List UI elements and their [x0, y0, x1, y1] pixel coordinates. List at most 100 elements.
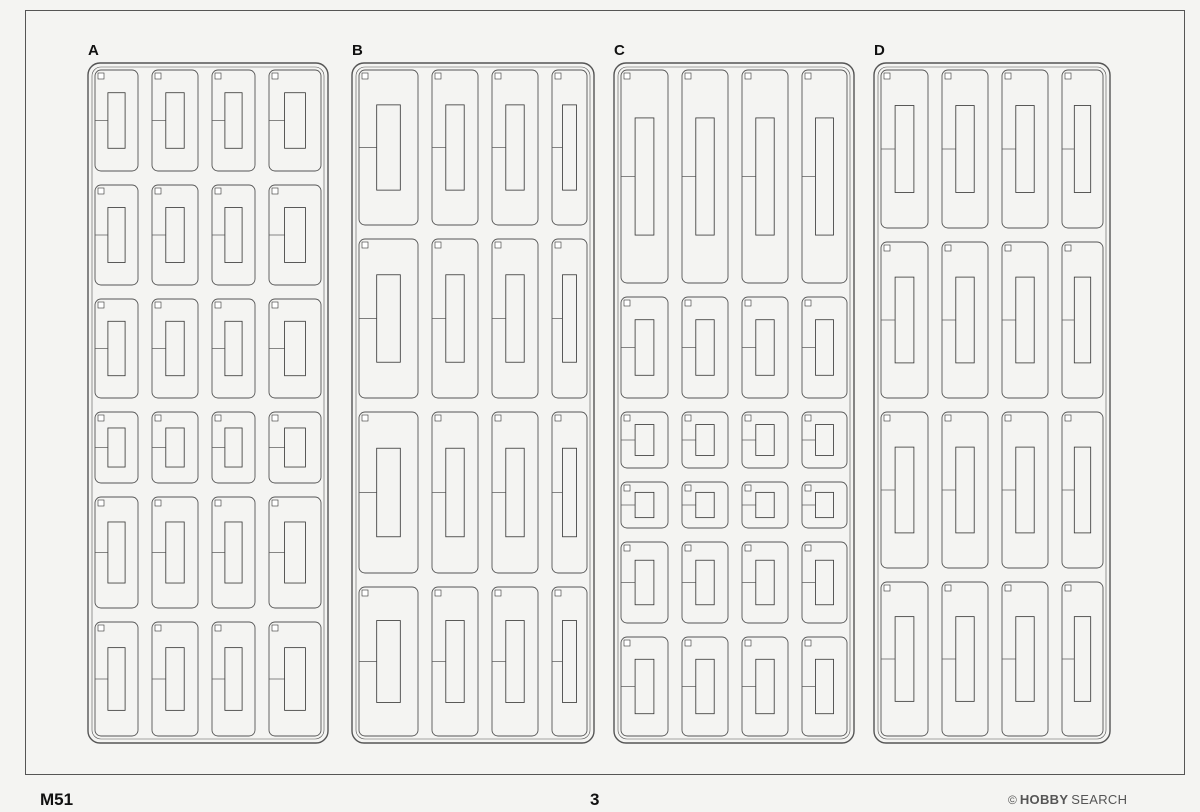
part-number-tag: [623, 299, 631, 307]
part-number-tag: [361, 589, 369, 597]
watermark-sub: SEARCH: [1071, 792, 1128, 807]
part-number-tag: [271, 499, 279, 507]
part-outline: [634, 424, 655, 456]
part-number-tag: [744, 414, 752, 422]
part-number-tag: [154, 187, 162, 195]
sprue-label-c: C: [614, 42, 625, 59]
sprue-runner-b: [355, 66, 591, 740]
part-number-tag: [883, 72, 891, 80]
part-number-tag: [944, 584, 952, 592]
part-number-tag: [744, 299, 752, 307]
part-number-tag: [623, 484, 631, 492]
part-outline: [955, 276, 975, 364]
part-number-tag: [361, 414, 369, 422]
part-number-tag: [684, 544, 692, 552]
part-outline: [955, 616, 975, 702]
part-outline: [562, 274, 577, 363]
part-number-tag: [804, 544, 812, 552]
part-number-tag: [271, 187, 279, 195]
part-outline: [1073, 276, 1092, 364]
part-number-tag: [804, 72, 812, 80]
part-number-tag: [154, 72, 162, 80]
part-number-tag: [623, 639, 631, 647]
part-outline: [755, 117, 775, 236]
part-outline: [165, 647, 185, 711]
part-number-tag: [883, 584, 891, 592]
part-number-tag: [804, 299, 812, 307]
part-outline: [445, 274, 465, 363]
sprue-runner-d: [877, 66, 1107, 740]
part-outline: [284, 207, 306, 263]
part-outline: [634, 559, 655, 606]
copyright-symbol: ©: [1008, 792, 1017, 807]
part-number-tag: [214, 414, 222, 422]
part-outline: [755, 658, 775, 715]
part-outline: [505, 447, 525, 538]
part-number-tag: [623, 544, 631, 552]
part-number-tag: [684, 72, 692, 80]
part-outline: [815, 559, 834, 606]
part-number-tag: [804, 414, 812, 422]
page-number: 3: [590, 790, 600, 809]
part-outline: [695, 117, 715, 236]
part-outline: [815, 658, 834, 715]
sprue-label-a: A: [88, 42, 99, 59]
part-number-tag: [361, 241, 369, 249]
part-outline: [894, 276, 915, 364]
part-outline: [815, 424, 834, 456]
part-number-tag: [684, 639, 692, 647]
part-number-tag: [944, 414, 952, 422]
part-number-tag: [494, 241, 502, 249]
part-outline: [284, 92, 306, 149]
part-number-tag: [434, 72, 442, 80]
part-outline: [224, 207, 243, 263]
part-number-tag: [744, 484, 752, 492]
part-number-tag: [1064, 584, 1072, 592]
sprue-frame-a: [87, 62, 329, 744]
part-number-tag: [944, 72, 952, 80]
part-outline: [284, 427, 306, 468]
sprue-frame-b: [351, 62, 595, 744]
sprue-runner-a: [91, 66, 325, 740]
part-outline: [224, 427, 243, 468]
part-number-tag: [1064, 414, 1072, 422]
part-outline: [815, 491, 834, 519]
part-number-tag: [554, 414, 562, 422]
part-outline: [107, 647, 126, 711]
part-number-tag: [214, 624, 222, 632]
part-outline: [107, 92, 126, 149]
part-number-tag: [97, 624, 105, 632]
part-outline: [376, 447, 401, 538]
part-number-tag: [684, 299, 692, 307]
part-number-tag: [97, 499, 105, 507]
sprue-label-d: D: [874, 42, 885, 59]
part-number-tag: [744, 72, 752, 80]
part-number-tag: [271, 414, 279, 422]
part-outline: [894, 616, 915, 702]
part-number-tag: [554, 589, 562, 597]
part-number-tag: [97, 72, 105, 80]
part-outline: [505, 104, 525, 191]
part-number-tag: [623, 414, 631, 422]
page-border: [25, 10, 1185, 775]
part-outline: [695, 319, 715, 376]
part-number-tag: [744, 544, 752, 552]
part-number-tag: [154, 499, 162, 507]
part-outline: [107, 320, 126, 377]
part-number-tag: [271, 624, 279, 632]
part-outline: [224, 647, 243, 711]
sprue-frame-d: [873, 62, 1111, 744]
part-outline: [1073, 105, 1092, 193]
part-number-tag: [883, 244, 891, 252]
part-number-tag: [684, 414, 692, 422]
part-outline: [376, 620, 401, 703]
part-outline: [107, 521, 126, 584]
part-number-tag: [1064, 244, 1072, 252]
part-outline: [562, 104, 577, 191]
part-outline: [505, 274, 525, 363]
part-number-tag: [214, 72, 222, 80]
part-outline: [955, 105, 975, 193]
part-number-tag: [494, 589, 502, 597]
part-outline: [376, 274, 401, 363]
